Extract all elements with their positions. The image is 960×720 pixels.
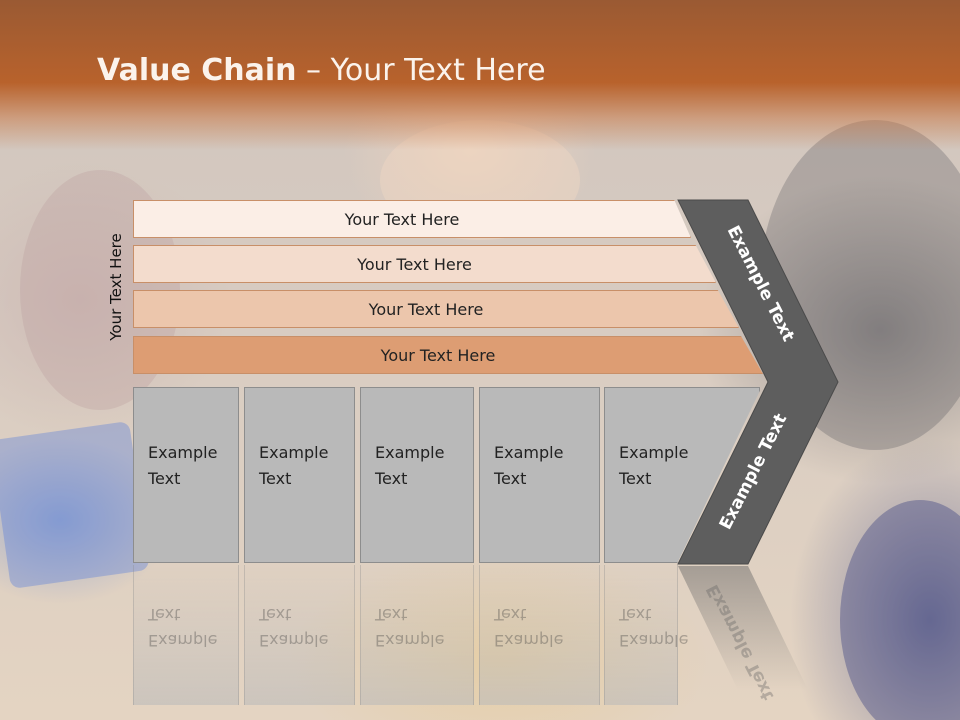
primary-activity-box-2: Example Text [244,387,355,563]
row-label: Your Text Here [380,345,496,365]
box-line-1: Example [148,443,218,462]
title-rest: – Your Text Here [296,53,546,88]
row-label: Your Text Here [357,254,472,274]
support-row-2: Your Text Here [133,245,716,283]
box-line-2: Text [619,469,652,488]
box-line-1: Example [375,443,445,462]
primary-activity-box-1: Example Text [133,387,239,563]
box-line-1: Example [494,443,564,462]
row-label: Your Text Here [368,299,484,319]
primary-activity-box-4: Example Text [479,387,600,563]
box-line-2: Text [494,469,527,488]
page-title: Value Chain – Your Text Here [97,53,546,88]
support-row-4: Your Text Here [133,336,763,374]
row-label: Your Text Here [344,209,460,229]
chevron-reflection [678,566,808,690]
primary-activity-box-3: Example Text [360,387,474,563]
support-row-1: Your Text Here [133,200,691,238]
chevron-shape [677,199,839,565]
title-bold: Value Chain [97,53,297,88]
header-bar [0,0,960,150]
box-line-2: Text [148,469,181,488]
box-line-1: Example [259,443,329,462]
box-line-2: Text [259,469,292,488]
box-line-2: Text [375,469,408,488]
box-line-1: Example [619,443,689,462]
support-row-3: Your Text Here [133,290,739,328]
